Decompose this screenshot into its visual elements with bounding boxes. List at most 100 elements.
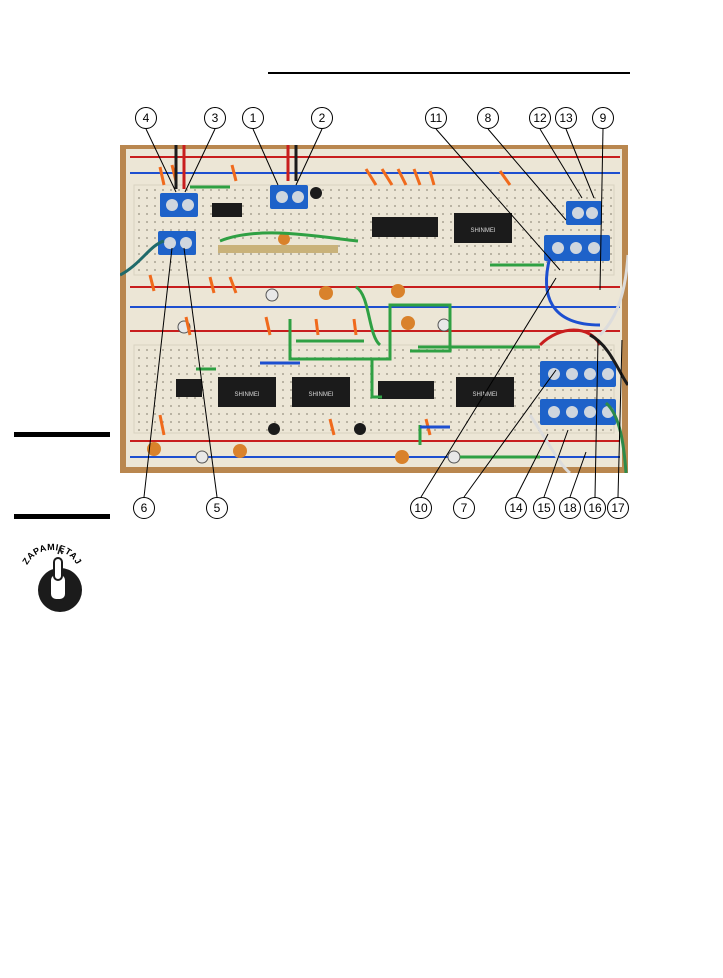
breadboard-hole bbox=[546, 213, 548, 215]
breadboard-hole bbox=[354, 405, 356, 407]
breadboard-hole bbox=[250, 269, 252, 271]
breadboard-hole bbox=[602, 221, 604, 223]
breadboard-hole bbox=[138, 373, 140, 375]
breadboard-hole bbox=[386, 349, 388, 351]
breadboard-hole bbox=[410, 197, 412, 199]
breadboard-hole bbox=[354, 261, 356, 263]
breadboard-hole bbox=[370, 213, 372, 215]
breadboard-hole bbox=[386, 205, 388, 207]
breadboard-hole bbox=[594, 357, 596, 359]
breadboard-hole bbox=[426, 237, 428, 239]
breadboard-hole bbox=[578, 397, 580, 399]
breadboard-hole bbox=[522, 261, 524, 263]
breadboard-hole bbox=[346, 189, 348, 191]
breadboard-hole bbox=[498, 349, 500, 351]
breadboard-hole bbox=[506, 189, 508, 191]
breadboard-hole bbox=[506, 373, 508, 375]
breadboard-hole bbox=[186, 373, 188, 375]
breadboard-hole bbox=[202, 373, 204, 375]
breadboard-hole bbox=[450, 365, 452, 367]
breadboard-hole bbox=[530, 397, 532, 399]
breadboard-hole bbox=[338, 349, 340, 351]
breadboard-hole bbox=[242, 261, 244, 263]
breadboard-hole bbox=[362, 229, 364, 231]
breadboard-hole bbox=[202, 349, 204, 351]
breadboard-hole bbox=[562, 205, 564, 207]
relay-4: SHINMEI bbox=[456, 377, 514, 407]
breadboard-hole bbox=[522, 253, 524, 255]
breadboard-hole bbox=[466, 421, 468, 423]
breadboard-hole bbox=[202, 253, 204, 255]
breadboard-hole bbox=[234, 357, 236, 359]
breadboard-hole bbox=[290, 373, 292, 375]
breadboard-hole bbox=[394, 197, 396, 199]
breadboard-hole bbox=[346, 221, 348, 223]
breadboard-hole bbox=[282, 405, 284, 407]
breadboard-hole bbox=[338, 269, 340, 271]
breadboard-hole bbox=[362, 389, 364, 391]
breadboard-hole bbox=[202, 229, 204, 231]
breadboard-hole bbox=[194, 365, 196, 367]
breadboard-hole bbox=[218, 429, 220, 431]
breadboard-hole bbox=[498, 421, 500, 423]
breadboard-hole bbox=[426, 373, 428, 375]
breadboard-hole bbox=[314, 365, 316, 367]
breadboard-hole bbox=[330, 413, 332, 415]
breadboard-hole bbox=[442, 389, 444, 391]
breadboard-hole bbox=[514, 413, 516, 415]
header-rule bbox=[268, 72, 630, 74]
breadboard-hole bbox=[346, 421, 348, 423]
callout-17: 17 bbox=[607, 497, 629, 519]
breadboard-hole bbox=[330, 253, 332, 255]
breadboard-hole bbox=[338, 213, 340, 215]
breadboard-hole bbox=[522, 197, 524, 199]
breadboard-hole bbox=[370, 269, 372, 271]
breadboard-hole bbox=[386, 197, 388, 199]
breadboard-hole bbox=[290, 221, 292, 223]
breadboard-hole bbox=[330, 429, 332, 431]
breadboard-hole bbox=[610, 221, 612, 223]
breadboard-hole bbox=[298, 221, 300, 223]
relay-2: SHINMEI bbox=[218, 377, 276, 407]
breadboard-hole bbox=[322, 253, 324, 255]
breadboard-hole bbox=[402, 365, 404, 367]
callout-15: 15 bbox=[533, 497, 555, 519]
breadboard-hole bbox=[202, 405, 204, 407]
breadboard-hole bbox=[346, 429, 348, 431]
breadboard-hole bbox=[562, 357, 564, 359]
breadboard-hole bbox=[570, 269, 572, 271]
breadboard-hole bbox=[266, 373, 268, 375]
breadboard-hole bbox=[290, 237, 292, 239]
breadboard-hole bbox=[570, 349, 572, 351]
breadboard-hole bbox=[250, 261, 252, 263]
breadboard-hole bbox=[178, 357, 180, 359]
breadboard-hole bbox=[474, 253, 476, 255]
breadboard-hole bbox=[402, 357, 404, 359]
breadboard-hole bbox=[138, 429, 140, 431]
breadboard-hole bbox=[546, 197, 548, 199]
breadboard-hole bbox=[578, 429, 580, 431]
breadboard-hole bbox=[418, 245, 420, 247]
breadboard-hole bbox=[354, 381, 356, 383]
breadboard-hole bbox=[202, 197, 204, 199]
breadboard-hole bbox=[290, 253, 292, 255]
breadboard-hole bbox=[322, 205, 324, 207]
breadboard-hole bbox=[594, 261, 596, 263]
breadboard-hole bbox=[226, 365, 228, 367]
breadboard-hole bbox=[274, 421, 276, 423]
breadboard-hole bbox=[538, 373, 540, 375]
breadboard-hole bbox=[530, 349, 532, 351]
breadboard-hole bbox=[458, 253, 460, 255]
breadboard-hole bbox=[346, 373, 348, 375]
breadboard-hole bbox=[538, 245, 540, 247]
breadboard-hole bbox=[538, 365, 540, 367]
breadboard-hole bbox=[378, 421, 380, 423]
capacitor-5 bbox=[147, 442, 161, 456]
breadboard-hole bbox=[274, 237, 276, 239]
breadboard-hole bbox=[330, 197, 332, 199]
breadboard-hole bbox=[298, 421, 300, 423]
breadboard-hole bbox=[514, 261, 516, 263]
breadboard-hole bbox=[394, 373, 396, 375]
breadboard-hole bbox=[170, 429, 172, 431]
breadboard-hole bbox=[178, 221, 180, 223]
